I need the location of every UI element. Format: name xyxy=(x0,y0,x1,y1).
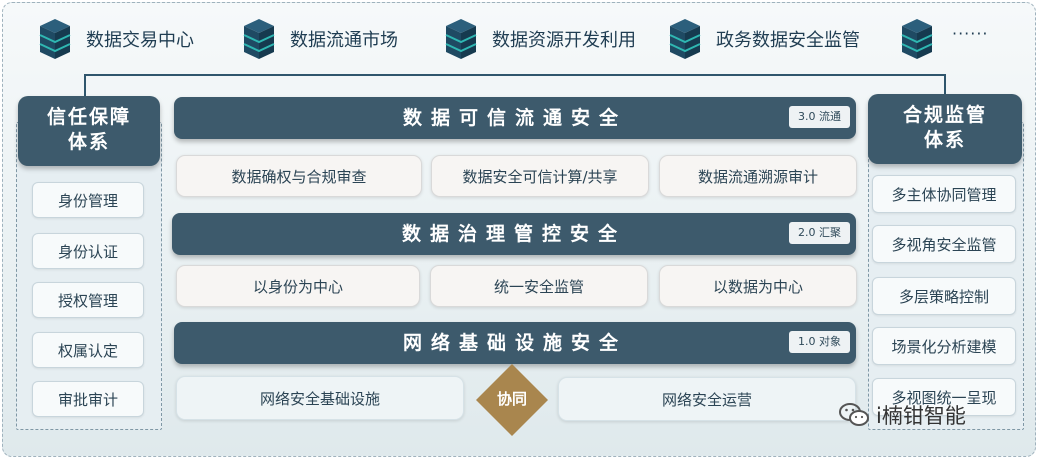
top-item-data-resource-dev[interactable]: 数据资源开发利用 xyxy=(444,16,636,62)
layer1-item-network-infra[interactable]: 网络安全基础设施 xyxy=(176,376,464,420)
collaboration-label: 协同 xyxy=(496,390,527,408)
left-item-approval-audit[interactable]: 审批审计 xyxy=(32,381,144,417)
layer-title: 数据可信流通安全 xyxy=(402,107,627,129)
right-item-scenario-modeling[interactable]: 场景化分析建模 xyxy=(872,327,1016,365)
layer-tag: 3.0 流通 xyxy=(789,106,850,128)
right-panel-title: 合规监管 体系 xyxy=(868,94,1022,164)
layer-tag: 1.0 对象 xyxy=(789,331,850,353)
left-item-identity-management[interactable]: 身份管理 xyxy=(32,182,144,218)
layer-header-governance: 数据治理管控安全 2.0 汇聚 xyxy=(172,213,856,255)
layer-title: 数据治理管控安全 xyxy=(401,223,626,245)
watermark-text: i楠钳智能 xyxy=(876,404,966,428)
top-connector-line xyxy=(84,74,946,96)
more-ellipsis: ······ xyxy=(952,24,989,43)
top-item-data-circulation-market[interactable]: 数据流通市场 xyxy=(242,16,398,62)
wechat-icon xyxy=(839,403,869,426)
watermark: i楠钳智能 xyxy=(838,398,966,432)
left-panel xyxy=(16,122,162,430)
right-panel-title-line2: 体系 xyxy=(923,129,966,151)
layer3-item-rights-compliance[interactable]: 数据确权与合规审查 xyxy=(176,155,422,197)
layer-tag: 2.0 汇聚 xyxy=(789,222,850,244)
database-stack-icon xyxy=(669,19,701,59)
layer3-item-traceability[interactable]: 数据流通溯源审计 xyxy=(659,155,857,197)
right-panel-title-line1: 合规监管 xyxy=(902,104,987,126)
top-item-label: 数据资源开发利用 xyxy=(492,30,636,51)
top-item-data-exchange[interactable]: 数据交易中心 xyxy=(38,16,194,62)
left-item-authorization[interactable]: 授权管理 xyxy=(32,282,144,318)
top-item-label: 数据交易中心 xyxy=(86,30,194,51)
right-item-unified-view[interactable]: 多视图统一呈现 xyxy=(872,378,1016,416)
database-stack-icon xyxy=(445,19,477,59)
right-item-multi-subject[interactable]: 多主体协同管理 xyxy=(872,175,1016,213)
left-item-identity-auth[interactable]: 身份认证 xyxy=(32,233,144,269)
database-stack-icon xyxy=(39,19,71,59)
top-item-label: 政务数据安全监管 xyxy=(716,30,860,51)
layer3-item-trusted-compute[interactable]: 数据安全可信计算/共享 xyxy=(431,155,649,197)
left-panel-title-line1: 信任保障 xyxy=(46,106,131,128)
top-item-label: 数据流通市场 xyxy=(290,30,398,51)
left-item-ownership[interactable]: 权属认定 xyxy=(32,332,144,368)
right-item-multi-view-supervision[interactable]: 多视角安全监管 xyxy=(872,225,1016,263)
collaboration-diamond xyxy=(476,364,548,436)
top-item-more[interactable] xyxy=(900,16,948,62)
right-item-multi-layer-policy[interactable]: 多层策略控制 xyxy=(872,277,1016,315)
layer2-item-identity-centric[interactable]: 以身份为中心 xyxy=(176,265,420,307)
layer2-item-unified-supervision[interactable]: 统一安全监管 xyxy=(430,265,648,307)
database-stack-icon xyxy=(243,19,275,59)
left-panel-title: 信任保障 体系 xyxy=(18,96,160,166)
database-stack-icon xyxy=(901,19,933,59)
layer-title: 网络基础设施安全 xyxy=(402,332,627,354)
top-item-gov-data-supervision[interactable]: 政务数据安全监管 xyxy=(668,16,860,62)
left-panel-title-line2: 体系 xyxy=(67,131,110,153)
layer-header-trusted-circulation: 数据可信流通安全 3.0 流通 xyxy=(174,97,856,139)
layer-header-network-infra: 网络基础设施安全 1.0 对象 xyxy=(174,322,856,364)
layer2-item-data-centric[interactable]: 以数据为中心 xyxy=(659,265,857,307)
layer1-item-network-ops[interactable]: 网络安全运营 xyxy=(558,377,856,421)
